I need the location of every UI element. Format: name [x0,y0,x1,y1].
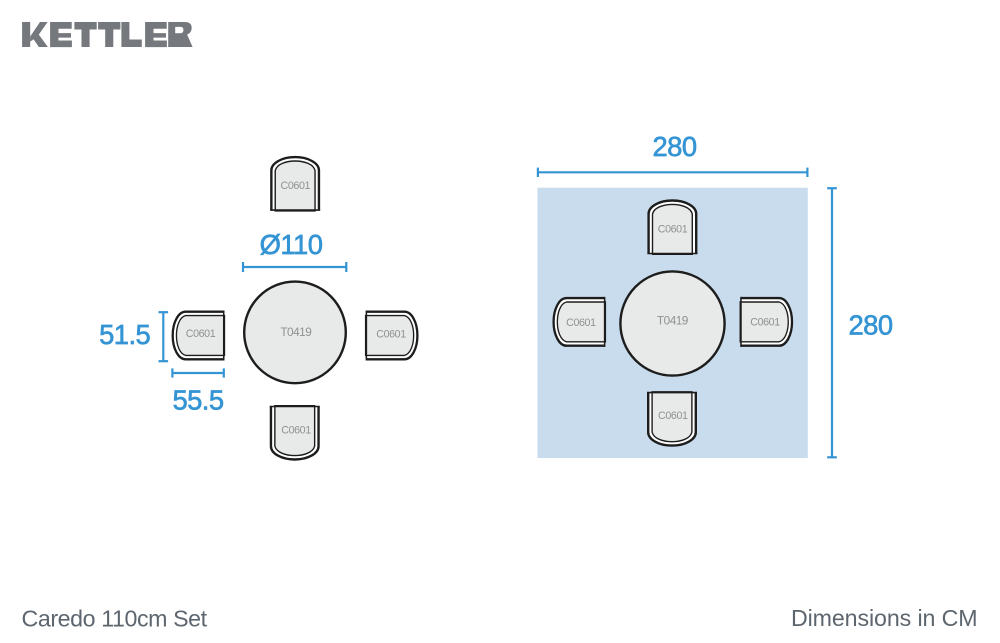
svg-text:C0601: C0601 [658,410,688,422]
svg-text:C0601: C0601 [281,424,311,436]
svg-text:Caredo 110cm Set: Caredo 110cm Set [22,605,208,631]
svg-text:280: 280 [848,310,892,341]
svg-text:C0601: C0601 [750,316,780,328]
svg-text:Dimensions in CM: Dimensions in CM [791,605,978,631]
svg-text:Ø110: Ø110 [260,229,323,260]
svg-text:280: 280 [652,131,696,162]
svg-text:C0601: C0601 [186,328,216,340]
svg-text:C0601: C0601 [281,180,311,192]
svg-text:55.5: 55.5 [172,384,223,415]
svg-text:51.5: 51.5 [99,319,150,350]
svg-text:T0419: T0419 [657,313,688,327]
svg-text:C0601: C0601 [376,329,406,341]
svg-text:T0419: T0419 [280,325,311,339]
svg-text:C0601: C0601 [566,317,596,329]
svg-text:C0601: C0601 [658,224,688,236]
